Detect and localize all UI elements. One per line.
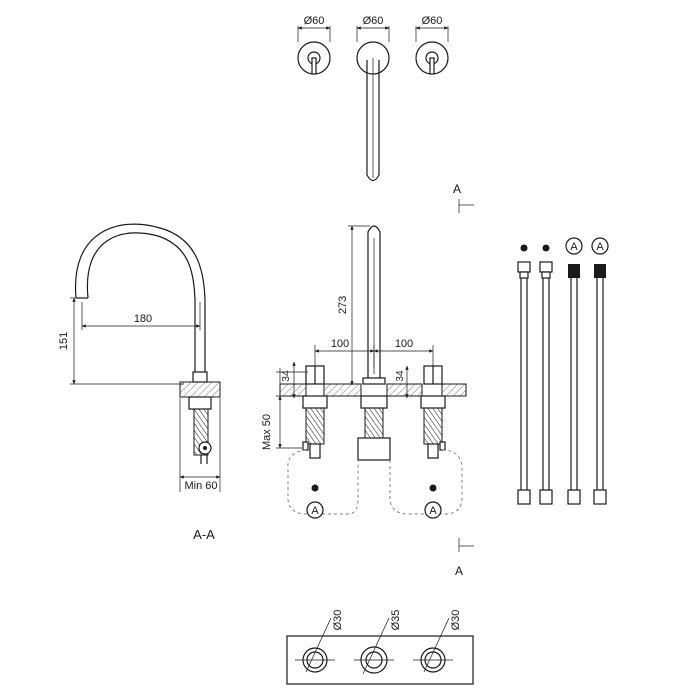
hole-center-dim: Ø35 (390, 610, 402, 631)
section-title: A-A (193, 527, 215, 542)
hoses: A A (517, 237, 609, 505)
hose-tag-4 (591, 237, 609, 255)
top-dia-right: Ø60 (422, 15, 443, 27)
side-view: 180 151 Min 60 A-A (58, 223, 221, 542)
svg-text:A: A (429, 505, 437, 517)
front-deck-mid-left (323, 383, 362, 397)
spacing-right-dim: 100 (395, 338, 413, 350)
height-dim: 151 (58, 332, 70, 350)
deck-right-dim: 34 (395, 370, 406, 382)
spout-height-dim: 273 (337, 296, 349, 314)
top-view: Ø60 Ø60 Ø60 (297, 15, 449, 182)
max-thickness-dim: Max 50 (261, 414, 273, 450)
hose-tag-left (306, 501, 324, 519)
spacing-left-dim: 100 (331, 338, 349, 350)
section-label-bottom: A (455, 564, 463, 578)
section-marker: A A (453, 182, 474, 578)
reach-dim: 180 (134, 313, 152, 325)
front-view: 273 100 100 34 34 (261, 225, 467, 519)
svg-text:A: A (311, 505, 319, 517)
hose-tag-3 (565, 237, 583, 255)
front-deck-mid-right (386, 383, 423, 397)
front-deck-left (279, 383, 307, 397)
hole-right-dim: Ø30 (450, 610, 462, 631)
cutout-plan: Ø30 Ø35 Ø30 (286, 610, 474, 685)
svg-text:A: A (596, 241, 604, 253)
hole-left-dim: Ø30 (332, 610, 344, 631)
hose-dot-1 (520, 244, 528, 252)
top-dia-center: Ø60 (363, 15, 384, 27)
hose-dot-2 (542, 244, 550, 252)
deck-plate (286, 635, 474, 685)
front-deck-right (441, 383, 467, 397)
section-label-top: A (453, 182, 461, 196)
side-deck (179, 381, 221, 398)
deck-left-dim: 34 (281, 370, 292, 382)
top-dia-left: Ø60 (304, 15, 325, 27)
svg-text:A: A (570, 241, 578, 253)
hose-tag-right (424, 501, 442, 519)
min-base-dim: Min 60 (184, 480, 217, 492)
